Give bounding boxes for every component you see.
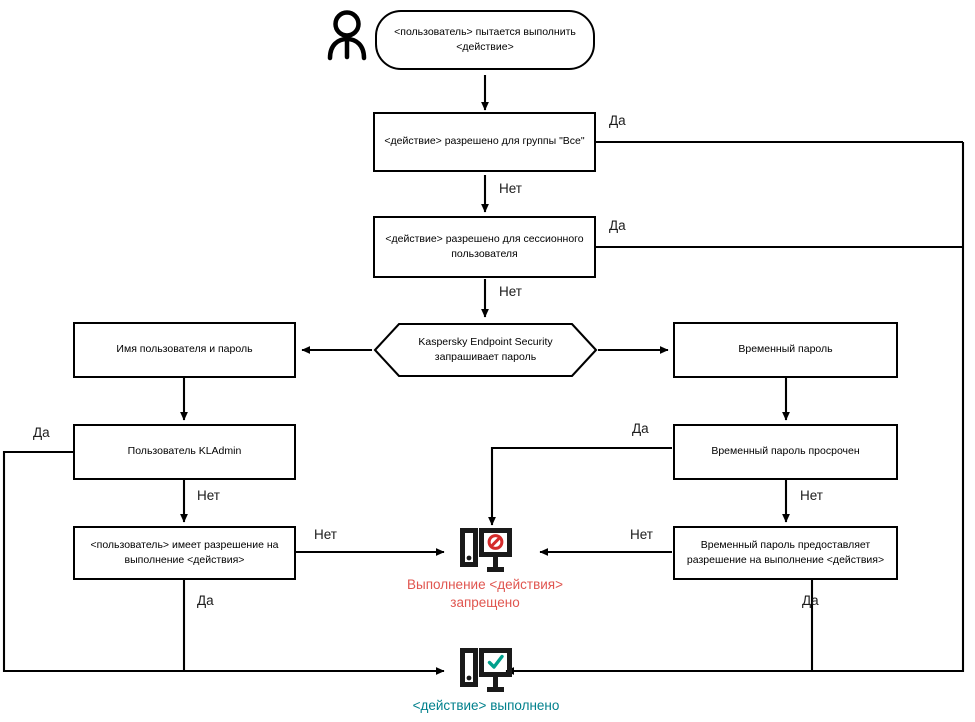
node-start-label: <пользователь> пытается выполнить <дейст… [394, 25, 576, 53]
edge-label-session-yes: Да [609, 218, 626, 233]
allowed-result-label: <действие> выполнено [412, 698, 560, 713]
node-user-has-permission: <пользователь> имеет разрешение на выпол… [73, 526, 296, 580]
person-icon [325, 10, 369, 67]
edge-label-kladmin-no: Нет [197, 488, 220, 503]
edge-label-kladmin-yes: Да [33, 425, 50, 440]
node-kes-requests-password-label: Kaspersky Endpoint Security запрашивает … [418, 335, 553, 363]
denied-result-line1: Выполнение <действия> [407, 577, 563, 592]
node-allowed-for-session-user-label: <действие> разрешено для сессионного пол… [385, 232, 584, 260]
node-temporary-password: Временный пароль [673, 322, 898, 378]
edge-label-everyone-no: Нет [499, 181, 522, 196]
node-username-and-password-label: Имя пользователя и пароль [116, 343, 253, 356]
edge-label-grants-yes: Да [802, 593, 819, 608]
edge-expired-yes [488, 446, 672, 526]
node-kladmin-user-label: Пользователь KLAdmin [127, 445, 242, 458]
denied-result-label: Выполнение <действия> запрещено [385, 576, 585, 611]
node-temporary-password-label: Временный пароль [738, 343, 833, 356]
edge-label-haspermission-no: Нет [314, 527, 337, 542]
node-start: <пользователь> пытается выполнить <дейст… [375, 10, 595, 70]
node-kes-requests-password: Kaspersky Endpoint Security запрашивает … [373, 322, 598, 378]
denied-result-line2: запрещено [450, 594, 520, 610]
node-allowed-for-session-user: <действие> разрешено для сессионного пол… [373, 216, 596, 278]
edge-label-expired-yes: Да [632, 421, 649, 436]
node-username-and-password: Имя пользователя и пароль [73, 322, 296, 378]
node-user-has-permission-label: <пользователь> имеет разрешение на выпол… [90, 538, 279, 566]
edge-label-session-no: Нет [499, 284, 522, 299]
node-kladmin-user: Пользователь KLAdmin [73, 424, 296, 480]
node-allowed-for-everyone: <действие> разрешено для группы "Все" [373, 112, 596, 172]
node-temporary-password-grants-permission-label: Временный пароль предоставляет разрешени… [686, 538, 885, 566]
node-temporary-password-grants-permission: Временный пароль предоставляет разрешени… [673, 526, 898, 580]
node-temporary-password-expired-label: Временный пароль просрочен [711, 445, 860, 458]
monitor-denied-icon [460, 528, 512, 581]
edge-label-haspermission-yes: Да [197, 593, 214, 608]
node-temporary-password-expired: Временный пароль просрочен [673, 424, 898, 480]
node-allowed-for-everyone-label: <действие> разрешено для группы "Все" [384, 135, 585, 148]
edge-label-grants-no: Нет [630, 527, 653, 542]
monitor-allowed-icon [460, 648, 512, 701]
edge-label-expired-no: Нет [800, 488, 823, 503]
edge-label-everyone-yes: Да [609, 113, 626, 128]
